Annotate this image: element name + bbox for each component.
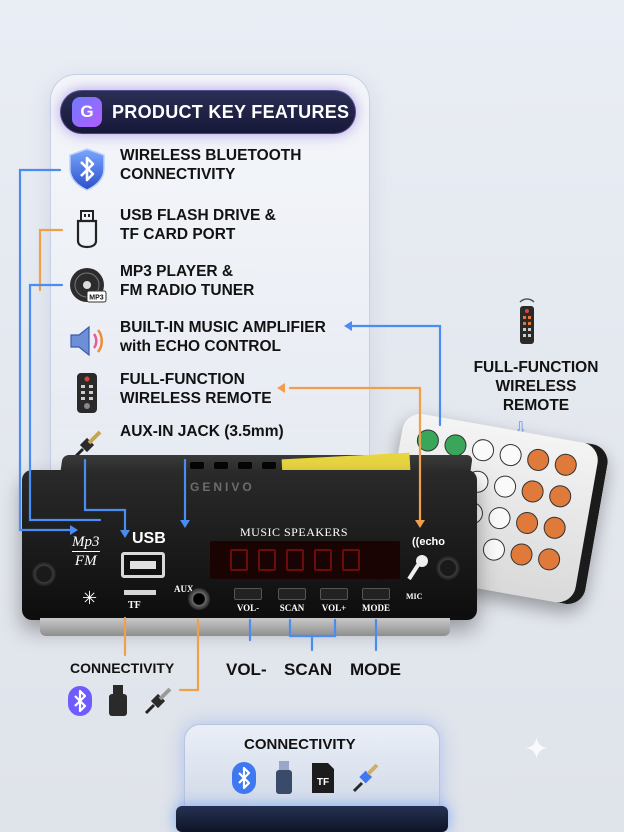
device-bluetooth-icon: ✳ [82,588,98,608]
vol-minus-button[interactable]: VOL- [234,588,262,613]
vol-minus-caption: VOL- [226,660,267,679]
feature-line1: FULL-FUNCTION [120,371,245,388]
device-vent [214,462,228,469]
mp3-fm-logo: Mp3 FM [72,534,100,569]
feature-line2: WIRELESS REMOTE [120,390,272,407]
bluetooth-shield-icon [62,146,112,192]
connectivity-label: CONNECTIVITY [70,660,175,676]
scan-label: SCAN [279,603,305,613]
feature-mp3-fm: MP3 MP3 PLAYER & FM RADIO TUNER [62,262,254,308]
sparkle-icon: ✦ [524,733,550,766]
remote-title-line2: WIRELESS [495,378,577,395]
pedestal-aux-icon [352,763,379,793]
mode-caption: MODE [350,660,401,679]
usb-plug-icon [109,685,127,716]
device-screw [436,556,460,580]
remote-title-icon [519,298,535,344]
speaker-icon [62,318,112,364]
vol-plus-button[interactable]: VOL+ [320,588,348,613]
feature-line1: WIRELESS BLUETOOTH [120,147,302,164]
feature-line2: FM RADIO TUNER [120,282,255,299]
echo-label: ((echo [412,536,445,548]
device-screw [32,562,56,586]
feature-bluetooth: WIRELESS BLUETOOTH CONNECTIVITY [62,146,301,192]
usb-port[interactable] [121,552,165,578]
remote-title: FULL-FUNCTION WIRELESS REMOTE [462,358,610,415]
feature-line1: MP3 PLAYER & [120,263,234,280]
music-speakers-label: MUSIC SPEAKERS [240,525,349,539]
bluetooth-icon [68,686,92,716]
brand-logo-icon: G [72,97,102,127]
mp3-badge: MP3 [89,295,104,302]
remote-title-line3: REMOTE [502,397,570,414]
scan-caption: SCAN [284,660,333,679]
device-brand: GENIVO [190,480,255,494]
mic-icon [404,553,430,592]
aux-plug-icon [144,687,172,715]
feature-line2: TF CARD PORT [120,226,236,243]
pedestal-usb-icon [276,761,292,794]
vol-minus-label: VOL- [236,603,260,613]
features-title: PRODUCT KEY FEATURES [112,101,350,122]
usb-label: USB [132,530,166,547]
pedestal-base [176,806,448,832]
feature-amplifier: BUILT-IN MUSIC AMPLIFIER with ECHO CONTRO… [62,318,326,364]
feature-line1: AUX-IN JACK (3.5mm) [120,423,284,440]
device-vent [190,462,204,469]
mp3-disc-icon: MP3 [62,262,112,308]
features-header: G PRODUCT KEY FEATURES [60,90,356,134]
device-vent [238,462,252,469]
mic-label: MIC [406,592,423,601]
tf-card-slot[interactable] [124,590,156,595]
device-base-plate [40,618,450,636]
led-display [210,541,400,579]
mode-button[interactable]: MODE [362,588,390,613]
mode-label: MODE [362,603,390,613]
pedestal-tf-card-icon: TF [312,763,334,793]
pedestal-icons: TF [230,760,380,796]
feature-remote: FULL-FUNCTION WIRELESS REMOTE [62,370,272,416]
vol-plus-label: VOL+ [321,603,347,613]
feature-line2: CONNECTIVITY [120,166,236,183]
usb-drive-icon [62,206,112,252]
connectivity-icons [66,684,174,718]
feature-line1: BUILT-IN MUSIC AMPLIFIER [120,319,326,336]
brand-logo-letter: G [80,102,94,121]
mp3-logo-text: Mp3 [72,534,100,550]
feature-line1: USB FLASH DRIVE & [120,207,276,224]
device-vent [262,462,276,469]
feature-usb-tf: USB FLASH DRIVE & TF CARD PORT [62,206,276,252]
pedestal-bluetooth-icon [232,762,256,794]
aux-jack[interactable] [188,588,210,610]
pedestal-title: CONNECTIVITY [244,736,356,753]
scan-button[interactable]: SCAN [278,588,306,613]
feature-line2: with ECHO CONTROL [120,338,282,355]
remote-title-line1: FULL-FUNCTION [473,359,599,376]
tf-label: TF [128,600,141,611]
remote-icon [62,370,112,416]
fm-logo-text: FM [74,553,97,569]
pedestal-tf-text: TF [317,777,329,788]
